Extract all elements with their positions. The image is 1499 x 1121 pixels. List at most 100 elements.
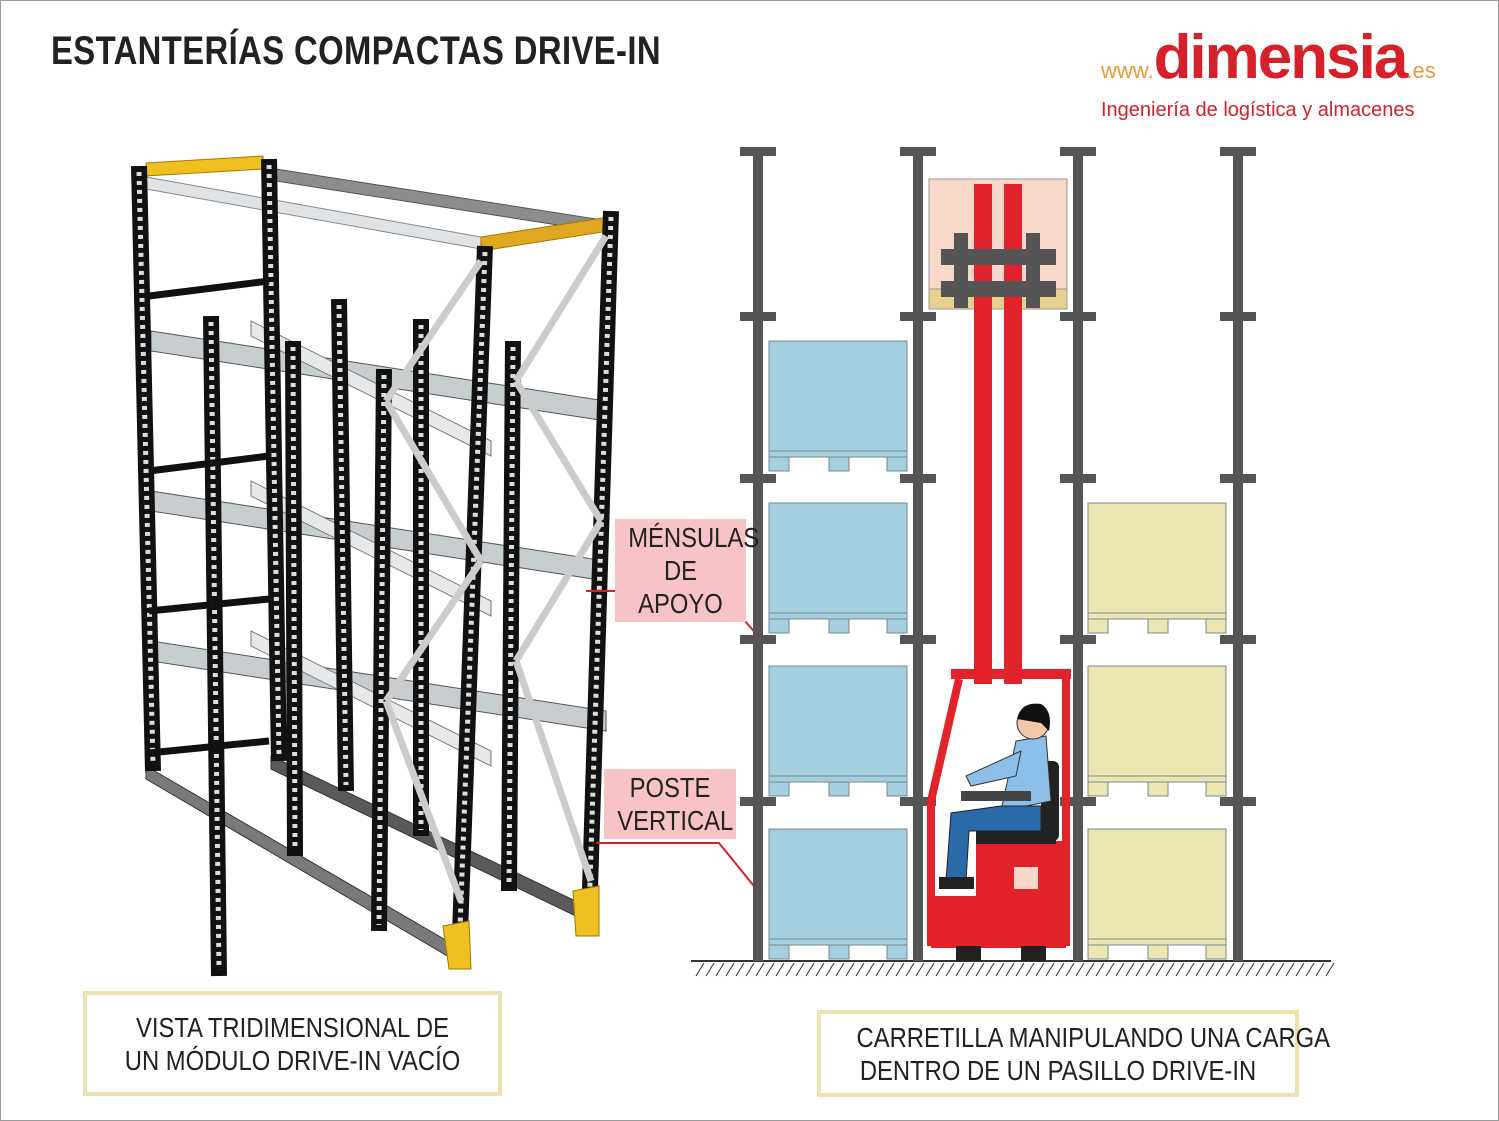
ground-hatch xyxy=(1145,962,1155,977)
ground-hatch xyxy=(795,962,805,977)
logo-brand: dimensia xyxy=(1153,23,1409,92)
ground-hatch xyxy=(985,962,995,977)
pallet-deck xyxy=(1087,938,1227,946)
support-bracket xyxy=(1060,312,1096,321)
ground-hatch xyxy=(955,962,965,977)
ground-hatch xyxy=(975,962,985,977)
pallet-deck xyxy=(768,450,908,458)
support-bracket xyxy=(1060,147,1096,156)
ground-hatch xyxy=(1015,962,1025,977)
ground-hatch xyxy=(1265,962,1275,977)
caption-line: CARRETILLA MANIPULANDO UNA CARGA xyxy=(856,1021,1331,1053)
operator-shoe xyxy=(939,877,974,889)
ground-hatch xyxy=(1255,962,1265,977)
pallet-foot xyxy=(886,781,908,797)
support-bracket xyxy=(1060,797,1096,806)
ground-hatch xyxy=(755,962,765,977)
vertical-post xyxy=(753,151,763,961)
frame-horizontal xyxy=(148,277,270,300)
pallet-foot xyxy=(1087,781,1109,797)
vertical-post xyxy=(913,151,923,961)
label-line: VERTICAL xyxy=(617,805,734,836)
pallet-foot xyxy=(886,456,908,472)
ground-hatch xyxy=(1035,962,1045,977)
ground-hatch xyxy=(995,962,1005,977)
load-box xyxy=(768,828,908,940)
frame-brace xyxy=(383,559,484,703)
frame-horizontal xyxy=(148,452,270,475)
post-protector xyxy=(572,885,600,937)
label-mensulas-de-apoyo: MÉNSULAS DE APOYO xyxy=(615,519,760,622)
logo-prefix: www. xyxy=(1101,58,1154,83)
ground-hatch xyxy=(1065,962,1075,977)
pallet-foot xyxy=(828,781,850,797)
support-bracket xyxy=(740,312,776,321)
ground-hatch xyxy=(1105,962,1115,977)
top-beam xyxy=(145,176,482,250)
page-title: ESTANTERÍAS COMPACTAS DRIVE-IN xyxy=(51,29,662,73)
ground-hatch xyxy=(715,962,725,977)
ground-hatch xyxy=(1325,962,1335,977)
vertical-post xyxy=(1073,151,1083,961)
ground-hatch xyxy=(695,962,705,977)
load-box xyxy=(768,502,908,614)
support-bracket xyxy=(1060,635,1096,644)
ground-hatch xyxy=(855,962,865,977)
overhead-guard xyxy=(951,669,1071,679)
label-line: MÉNSULAS xyxy=(628,522,760,553)
support-bracket xyxy=(900,312,936,321)
ground-hatch xyxy=(915,962,925,977)
caption-line: DENTRO DE UN PASILLO DRIVE-IN xyxy=(859,1054,1257,1086)
ground-hatch xyxy=(1155,962,1165,977)
ground-hatch xyxy=(1055,962,1065,977)
post-holes xyxy=(376,374,387,926)
pallet-foot xyxy=(1147,618,1169,634)
support-bracket xyxy=(1220,474,1256,483)
upright-post xyxy=(285,340,303,857)
fork-carriage xyxy=(954,233,968,308)
support-bracket xyxy=(250,630,492,767)
support-bracket xyxy=(740,147,776,156)
ground-hatch xyxy=(825,962,835,977)
ground-hatch xyxy=(735,962,745,977)
ground-hatch xyxy=(1205,962,1215,977)
support-bracket xyxy=(740,474,776,483)
ground-hatch xyxy=(765,962,775,977)
wheel xyxy=(1021,946,1046,961)
rack-3d-view xyxy=(131,155,619,977)
frame-brace xyxy=(512,659,595,883)
load-box xyxy=(1087,828,1227,940)
ground-hatch xyxy=(1135,962,1145,977)
ground-hatch xyxy=(1165,962,1175,977)
load-box xyxy=(1087,665,1227,777)
frame-horizontal xyxy=(148,595,270,615)
ground-hatch xyxy=(895,962,905,977)
ground-hatch xyxy=(1005,962,1015,977)
pallet-deck xyxy=(1087,775,1227,783)
operator-legs xyxy=(945,805,1042,882)
post-protector xyxy=(442,920,472,970)
fork-carriage xyxy=(1026,233,1040,308)
ground-hatch xyxy=(1095,962,1105,977)
frame-brace xyxy=(513,379,604,523)
upright-post xyxy=(331,298,354,792)
ground-hatch xyxy=(725,962,735,977)
pallet-deck xyxy=(1087,612,1227,620)
vertical-post xyxy=(1233,151,1243,961)
ground-hatch xyxy=(1315,962,1325,977)
caption-line: VISTA TRIDIMENSIONAL DE xyxy=(135,1011,449,1043)
wheel xyxy=(956,946,981,961)
ground-hatch xyxy=(1305,962,1315,977)
ground-hatch xyxy=(925,962,935,977)
ground-hatch xyxy=(775,962,785,977)
ground-hatch xyxy=(875,962,885,977)
forklift-body xyxy=(931,896,1066,948)
label-line: POSTE xyxy=(629,772,711,803)
support-bracket xyxy=(900,147,936,156)
pallet-blue xyxy=(768,340,908,472)
ground-hatch xyxy=(1125,962,1135,977)
ground-hatch xyxy=(945,962,955,977)
operator-arm xyxy=(965,750,1022,787)
pallet-foot xyxy=(1087,944,1109,960)
